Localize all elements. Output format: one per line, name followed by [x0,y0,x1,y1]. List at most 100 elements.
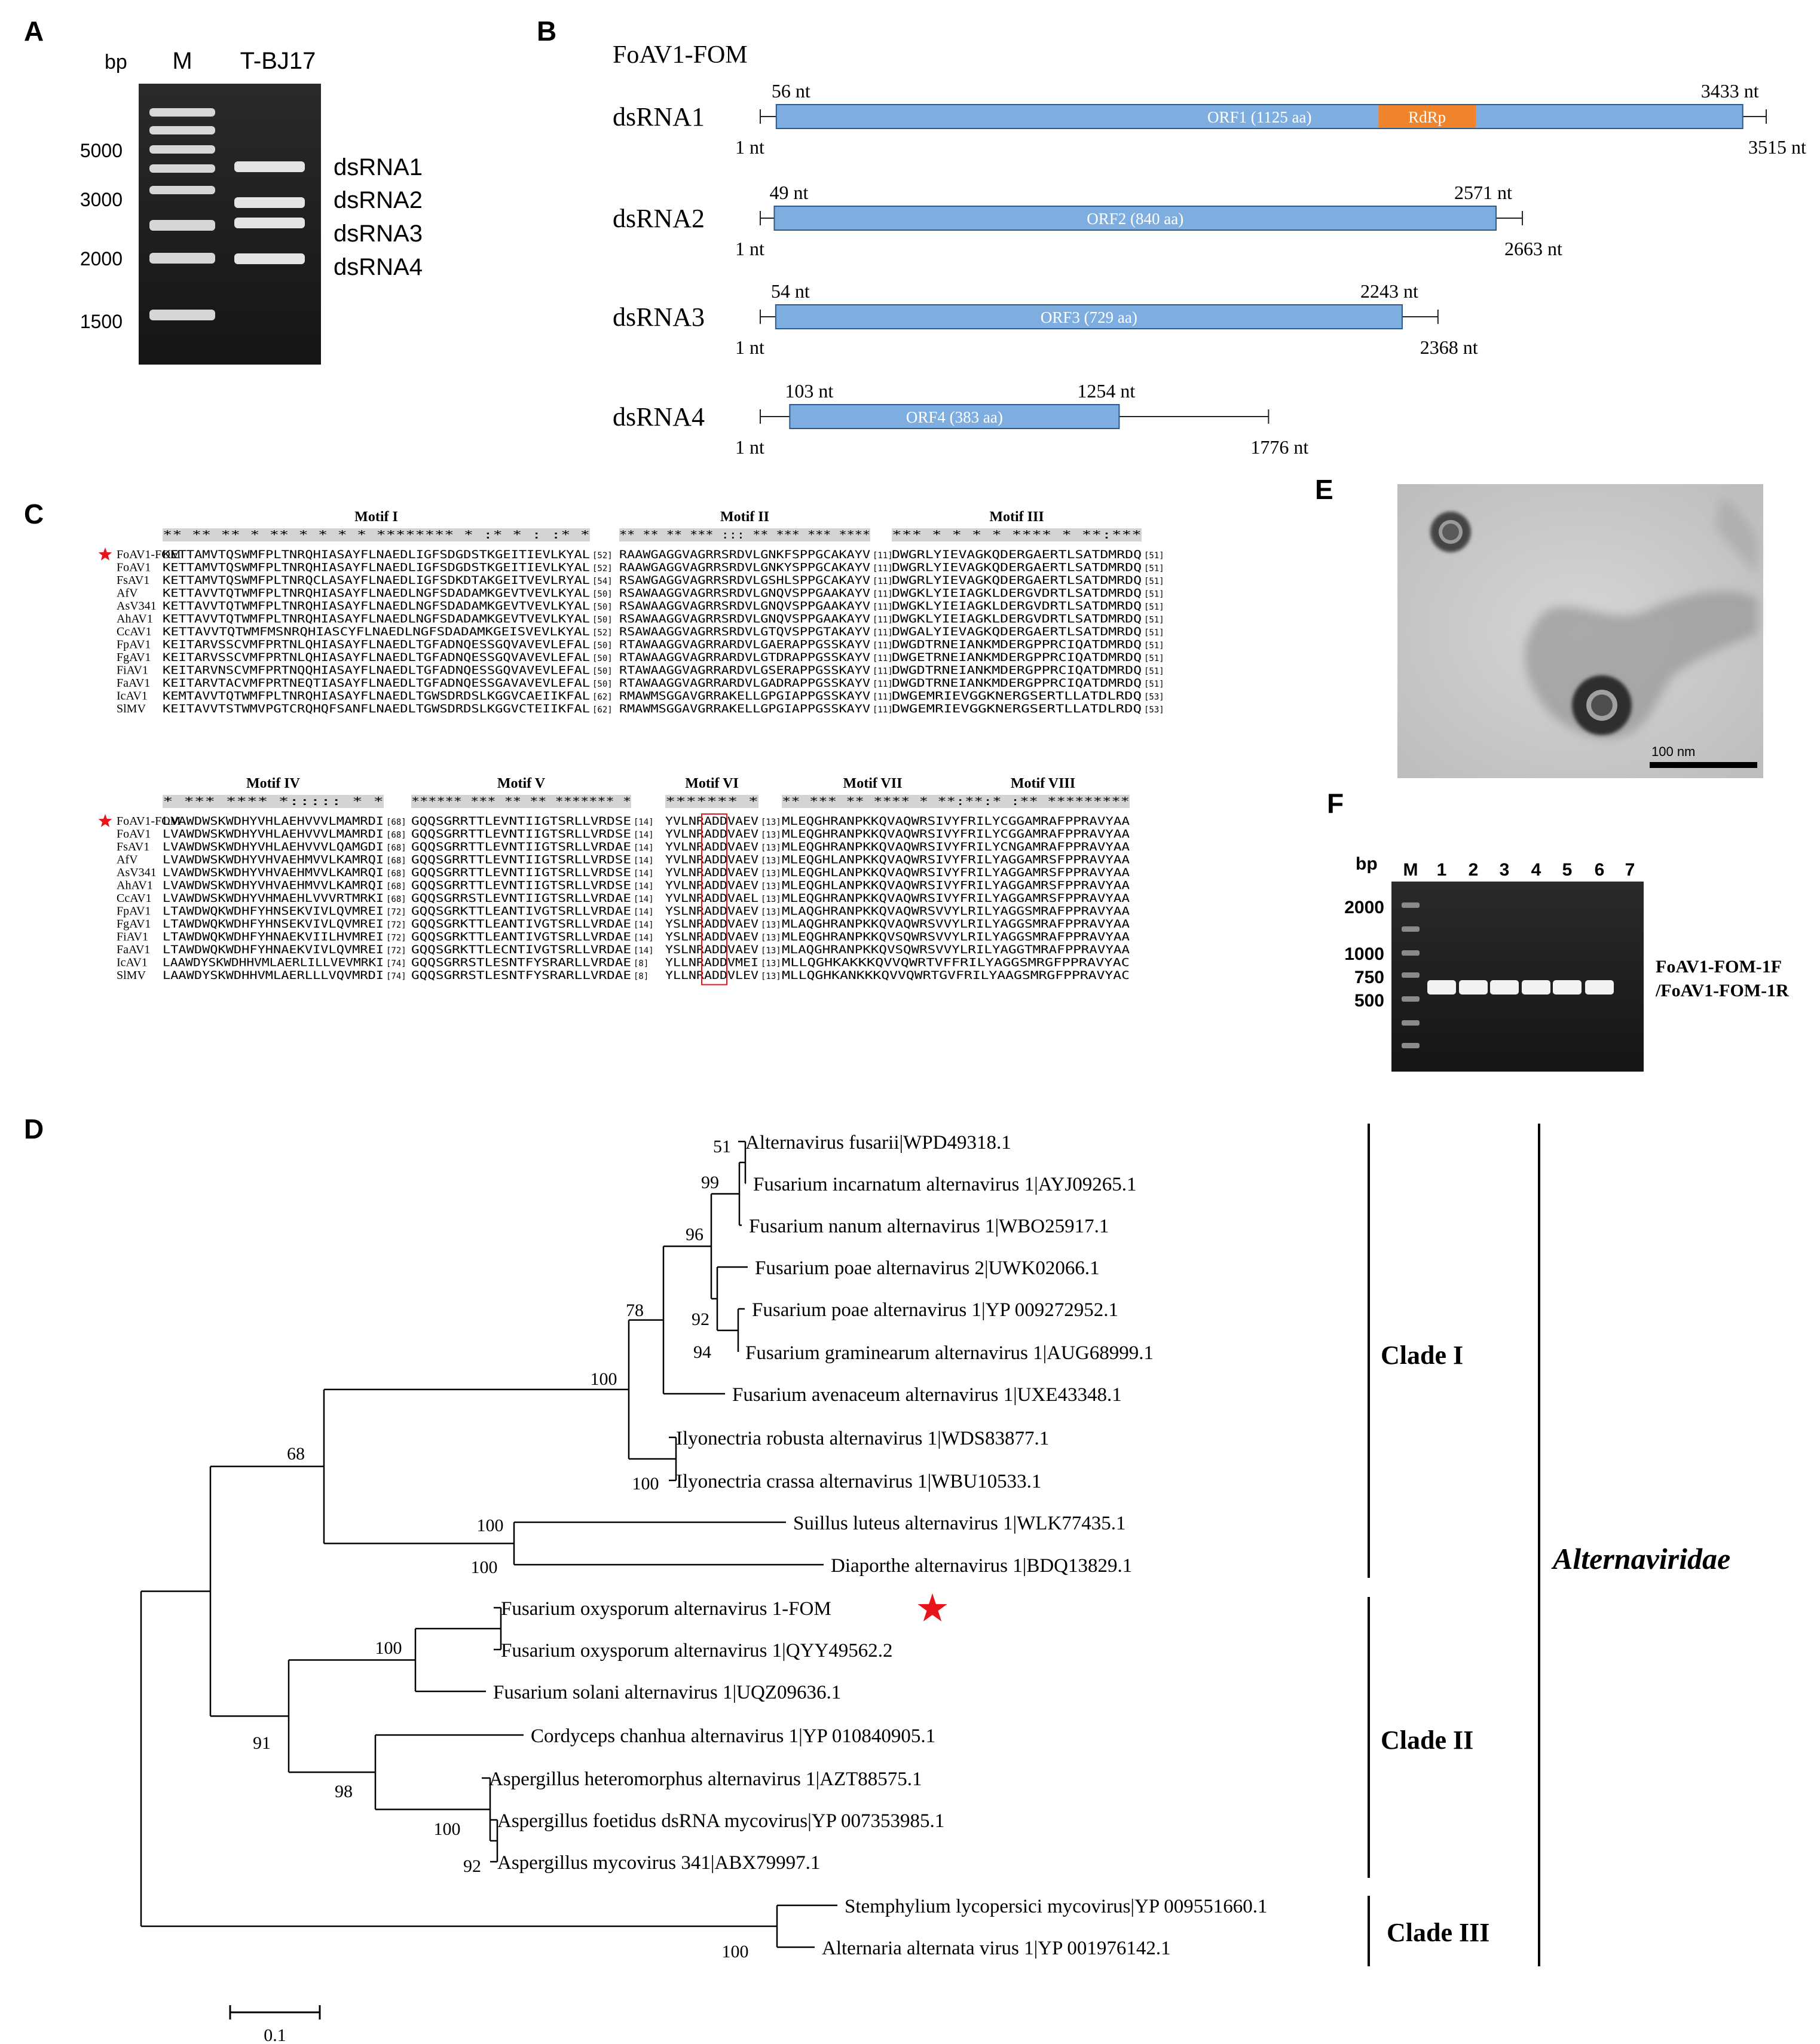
sequence-segment: RAAWGAGGVAGRRSRDVLGNKFSPPGCAKAYV [619,548,870,561]
tree-leaf: Alternavirus fusarii|WPD49318.1 [745,1132,1011,1153]
tree-scale-label: 0.1 [264,2025,286,2044]
tree-leaf: Stemphylium lycopersici mycovirus|YP 009… [845,1896,1268,1917]
gap-length: [13] [761,882,781,892]
gap-length: [72] [386,934,406,943]
gel-f-marker-1000: 1000 [1344,944,1384,964]
gel-f-primer-reverse: /FoAV1-FOM-1R [1655,981,1789,1000]
gel-f-ladder-band [1402,1043,1420,1048]
orf-end-label: 1254 nt [1077,380,1135,402]
gel-f-marker-750: 750 [1354,968,1384,987]
gap-length: [13] [761,972,781,981]
sequence-segment: YVLNRADDVAEV [665,866,758,879]
sequence-segment: GQQSGRRTTLEVNTIIGTSRLLVRDSE [411,853,631,867]
tree-leaf: Diaporthe alternavirus 1|BDQ13829.1 [831,1555,1132,1577]
rdrp-label: RdRp [1408,108,1446,126]
gap-length: [13] [761,843,781,853]
gap-length: [11] [873,693,893,702]
gap-length: [11] [873,654,893,663]
sequence-segment: GQQSGRKTTLEANTIVGTSRLLVRDAE [411,905,631,918]
consensus-track: ** ** ** * ** * * * * ******** * :* * : … [163,528,590,541]
tree-leaf: Aspergillus foetidus dsRNA mycovirus|YP … [497,1810,944,1832]
gel-a-band-dsrna3: dsRNA3 [334,221,423,247]
gel-a-sample-band [234,161,305,172]
sequence-segment: MLAQGHRANPKKQVAQWRSVVYLRILYAGGSMRAFPPRAV… [782,917,1130,931]
sequence-segment: MLEQGHRANPKKQVAQWRSIVYFRILYCGGAMRAFPPRAV… [782,828,1130,841]
gap-length: [13] [761,856,781,866]
sequence-segment: YSLNRADDVAEV [665,943,758,956]
gel-f-ladder-band [1402,926,1420,932]
sequence-segment: KEITARVSSCVMFPRTNLQHIASAYFLNAEDLTGFADNQE… [163,651,590,664]
gap-length: [11] [873,590,893,599]
sequence-segment: LTAWDWQKWDHFYHNAEKVIILHVMREI [163,931,384,944]
orf-box [773,206,1497,231]
gap-length: [14] [634,895,654,904]
gel-f-lane-label: 5 [1562,860,1573,880]
bootstrap-value: 96 [686,1225,703,1244]
rdrp-domain [1378,105,1476,128]
gel-f-pcr-band [1522,980,1550,995]
taxon-name: FaAV1 [117,943,150,956]
phylogenetic-tree [140,1140,947,1948]
taxon-name: FaAV1 [117,677,150,690]
sequence-segment: DWGKLYIEIAGKLDERGVDRTLSATDMRDQ [892,613,1142,626]
taxon-name: IcAV1 [117,690,148,703]
gap-length: [52] [592,564,613,574]
gap-length: [13] [761,920,781,930]
sequence-segment: RSAWAAGGVAGRRSRDVLGNQVSPPGAAKAYV [619,599,870,613]
panel-c: C Motif I** ** ** * ** * * * * ******** … [24,498,1164,986]
sequence-segment: MLEQGHRANPKKQVAQWRSIVYFRILYCNGAMRAFPPRAV… [782,840,1130,853]
panel-e: E 100 nm [1315,474,1763,778]
bootstrap-value: 100 [471,1558,498,1577]
bootstrap-value: 94 [693,1342,711,1362]
gap-length: [51] [1144,641,1164,651]
sequence-segment: LVAWDWSKWDHYVHVAEHMVVLKAMRQI [163,866,384,879]
gap-length: [53] [1144,705,1164,715]
gel-a-lane-marker: M [172,48,192,74]
gel-f-image [1391,882,1644,1072]
panel-label-d: D [24,1113,44,1145]
bootstrap-value: 92 [692,1309,709,1329]
bootstrap-value: 100 [591,1369,617,1389]
orf-end-label: 2571 nt [1454,182,1512,203]
gel-f-pcr-band [1553,980,1582,995]
sequence-segment: RTAWAAGGVAGRRARDVLGADRAPPGSSKAYV [619,677,870,690]
gap-length: [52] [592,628,613,638]
orf-label: ORF1 (1125 aa) [1207,108,1311,126]
taxon-name: FiAV1 [117,931,148,944]
orf-box [789,404,1120,429]
gel-a-band-dsrna1: dsRNA1 [334,154,423,180]
sequence-segment: GQQSGRKTTLEANTIVGTSRLLVRDAE [411,931,631,944]
gel-a-sample-band [234,218,305,228]
gel-a-bands [149,108,305,320]
virus-particle-2 [1572,675,1632,735]
segment-name: dsRNA1 [613,102,705,131]
gap-length: [72] [386,920,406,930]
gel-f-ladder-band [1402,996,1420,1002]
motif-header: Motif VI [685,776,739,791]
sequence-segment: DWGEMRIEVGGKNERGSERTLLATDLRDQ [892,690,1142,703]
gel-a-marker-5000: 5000 [80,140,123,161]
gel-f-lane-label: 1 [1437,860,1447,880]
gap-length: [51] [1144,590,1164,599]
consensus-bar [411,795,631,808]
gap-length: [14] [634,856,654,866]
gel-f-lane-label: 4 [1531,860,1541,880]
taxon-name: CcAV1 [117,625,152,638]
sequence-segment: DWGRLYIEVAGKQDERGAERTLSATDMRDQ [892,561,1142,574]
gap-length: [14] [634,934,654,943]
sequence-segment: YSLNRADDVAEV [665,931,758,944]
orf-label: ORF3 (729 aa) [1041,308,1137,326]
sequence-segment: MLAQGHRANPKKQVAQWRSVVYLRILYAGGSMRAFPPRAV… [782,905,1130,918]
panel-label-a: A [24,16,44,47]
sequence-segment: GQQSGRRTTLEVNTIIGTSRLLVRDSE [411,866,631,879]
gap-length: [50] [592,654,613,663]
motif-header: Motif VII [843,776,903,791]
sequence-segment: LAAWDYSKWDHHVMLAERLILLVEVMRKI [163,956,384,969]
taxon-name: FpAV1 [117,638,151,651]
gap-length: [51] [1144,564,1164,574]
gap-length: [51] [1144,680,1164,689]
gel-a-marker-band [149,108,215,117]
gel-a-marker-2000: 2000 [80,248,123,270]
sequence-segment: RSAWAAGGVAGRRSRDVLGNQVSPPGAAKAYV [619,587,870,600]
